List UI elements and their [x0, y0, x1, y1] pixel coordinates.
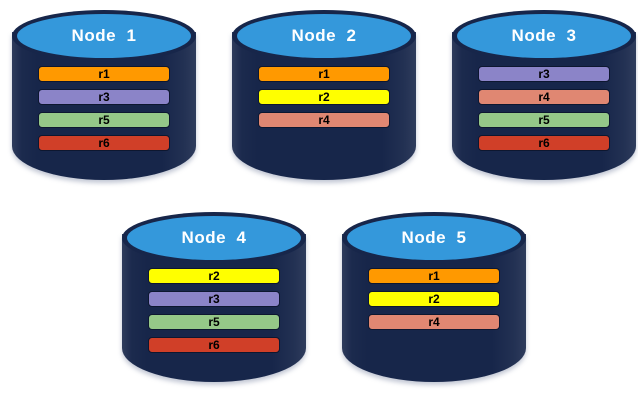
cylinder-top-disc: Node 5: [347, 216, 521, 260]
database-node-1[interactable]: Node 1 r1 r3 r5 r6: [12, 10, 196, 188]
node-title: Node 4: [181, 228, 247, 247]
replica-bar-r3[interactable]: r3: [38, 89, 170, 105]
replica-label: r1: [428, 269, 440, 283]
replica-bar-r3[interactable]: r3: [148, 291, 280, 307]
replica-bar-r4[interactable]: r4: [368, 314, 500, 330]
cylinder-top-disc: Node 2: [237, 14, 411, 58]
replica-stack: r2 r3 r5 r6: [148, 268, 280, 360]
replica-label: r3: [538, 67, 550, 81]
database-node-2[interactable]: Node 2 r1 r2 r4: [232, 10, 416, 188]
replica-bar-r1[interactable]: r1: [368, 268, 500, 284]
replica-label: r1: [318, 67, 330, 81]
replica-label: r6: [208, 338, 220, 352]
replica-label: r1: [98, 67, 110, 81]
replica-bar-r2[interactable]: r2: [368, 291, 500, 307]
replica-stack: r1 r2 r4: [258, 66, 390, 135]
replica-stack: r1 r2 r4: [368, 268, 500, 337]
replica-bar-r3[interactable]: r3: [478, 66, 610, 82]
cylinder-top-disc: Node 1: [17, 14, 191, 58]
replica-bar-r2[interactable]: r2: [148, 268, 280, 284]
replica-bar-r5[interactable]: r5: [478, 112, 610, 128]
database-node-5[interactable]: Node 5 r1 r2 r4: [342, 212, 526, 390]
replica-bar-r1[interactable]: r1: [258, 66, 390, 82]
replica-label: r5: [208, 315, 220, 329]
replica-bar-r1[interactable]: r1: [38, 66, 170, 82]
cylinder-top-disc: Node 4: [127, 216, 301, 260]
replica-label: r3: [98, 90, 110, 104]
database-node-3[interactable]: Node 3 r3 r4 r5 r6: [452, 10, 636, 188]
replica-bar-r6[interactable]: r6: [38, 135, 170, 151]
replica-label: r2: [208, 269, 220, 283]
replica-label: r4: [428, 315, 440, 329]
node-title: Node 5: [401, 228, 467, 247]
replica-label: r5: [98, 113, 110, 127]
database-node-4[interactable]: Node 4 r2 r3 r5 r6: [122, 212, 306, 390]
replica-label: r2: [318, 90, 330, 104]
replica-bar-r4[interactable]: r4: [258, 112, 390, 128]
replica-bar-r6[interactable]: r6: [148, 337, 280, 353]
replica-label: r2: [428, 292, 440, 306]
replica-stack: r3 r4 r5 r6: [478, 66, 610, 158]
replica-label: r3: [208, 292, 220, 306]
replica-label: r4: [318, 113, 330, 127]
cylinder-top-disc: Node 3: [457, 14, 631, 58]
node-title: Node 2: [291, 26, 357, 45]
replica-label: r6: [98, 136, 110, 150]
node-title: Node 1: [71, 26, 137, 45]
replica-label: r4: [538, 90, 550, 104]
replica-bar-r5[interactable]: r5: [38, 112, 170, 128]
replica-stack: r1 r3 r5 r6: [38, 66, 170, 158]
node-title: Node 3: [511, 26, 577, 45]
replica-label: r5: [538, 113, 550, 127]
replica-label: r6: [538, 136, 550, 150]
replica-bar-r2[interactable]: r2: [258, 89, 390, 105]
replica-bar-r5[interactable]: r5: [148, 314, 280, 330]
replica-bar-r6[interactable]: r6: [478, 135, 610, 151]
replica-bar-r4[interactable]: r4: [478, 89, 610, 105]
